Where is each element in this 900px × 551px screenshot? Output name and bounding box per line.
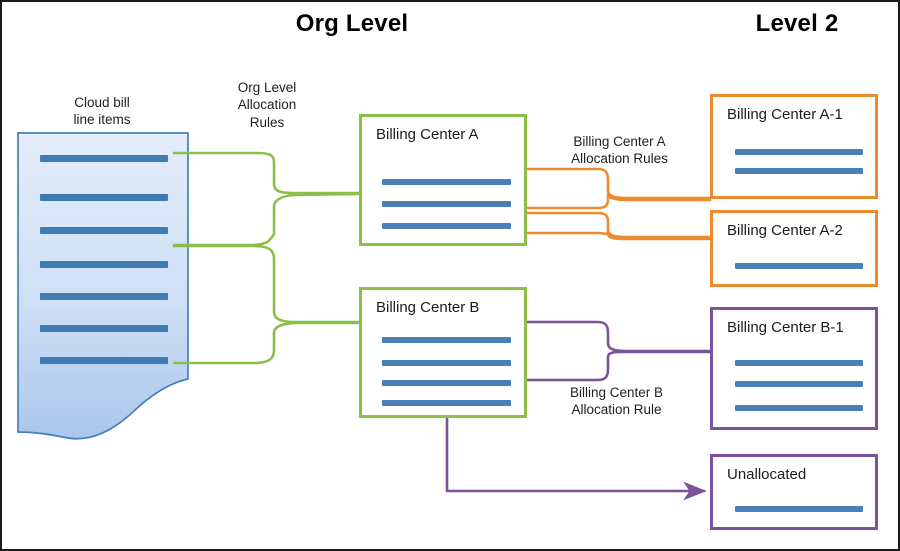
caption-bc-a-rules: Billing Center A Allocation Rules [571,134,668,167]
caption-cloud-bill: Cloud bill line items [73,95,131,128]
bar-item [382,201,511,207]
cloud-bill-line-items [18,133,188,438]
column-title-level-2: Level 2 [755,10,839,37]
bar-item [735,149,863,155]
box-title-unallocated: Unallocated [727,466,807,483]
caption-bc-b-rules: Billing Center B Allocation Rule [569,385,664,418]
bar-item [735,506,863,512]
box-billing-center-a[interactable]: Billing Center A [359,114,527,246]
caption-org-level-rules: Org Level Allocation Rules [237,80,297,130]
box-billing-center-b-1[interactable]: Billing Center B-1 [710,307,878,430]
box-billing-center-b[interactable]: Billing Center B [359,287,527,418]
bar-item [735,168,863,174]
box-billing-center-a-1[interactable]: Billing Center A-1 [710,94,878,199]
bar-item [382,360,511,366]
bar-item [735,381,863,387]
box-title-billing-center-a: Billing Center A [376,126,479,143]
orange-connectors [504,167,712,241]
bar-item [382,400,511,406]
bar-item [735,405,863,411]
bar-item [735,263,863,269]
bar-item [382,337,511,343]
bar-item [735,360,863,366]
box-unallocated[interactable]: Unallocated [710,454,878,530]
bar-item [382,223,511,229]
box-billing-center-a-2[interactable]: Billing Center A-2 [710,210,878,287]
column-title-org-level: Org Level [295,10,409,37]
green-connectors [172,151,361,365]
box-title-billing-center-b-1: Billing Center B-1 [727,319,844,336]
bar-item [382,380,511,386]
box-title-billing-center-a-1: Billing Center A-1 [727,106,843,123]
box-title-billing-center-b: Billing Center B [376,299,480,316]
bar-item [382,179,511,185]
box-title-billing-center-a-2: Billing Center A-2 [727,222,843,239]
